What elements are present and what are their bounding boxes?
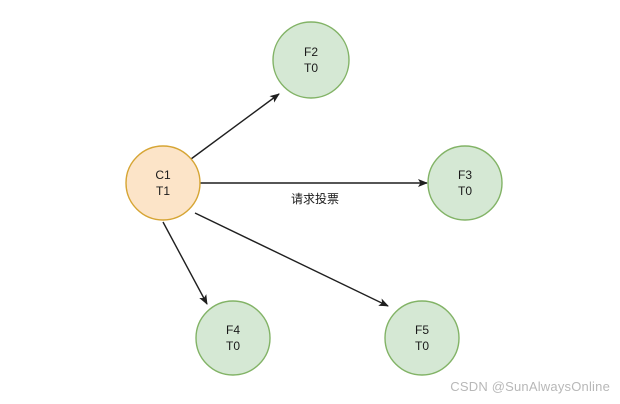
node-f4-label-term: T0 <box>226 339 240 353</box>
node-c1[interactable]: C1 T1 <box>125 145 201 221</box>
node-f2[interactable]: F2 T0 <box>272 21 350 99</box>
node-f2-label-id: F2 <box>304 45 318 59</box>
node-f5-shape[interactable] <box>384 300 460 376</box>
node-f5-label-term: T0 <box>415 339 429 353</box>
edge-group <box>162 93 428 307</box>
edge-c1-to-f4 <box>162 221 208 305</box>
node-f5[interactable]: F5 T0 <box>384 300 460 376</box>
node-f2-label-term: T0 <box>304 61 318 75</box>
node-f4[interactable]: F4 T0 <box>195 300 271 376</box>
node-f3-label-id: F3 <box>458 168 472 182</box>
node-f5-label-id: F5 <box>415 323 429 337</box>
node-f4-label-id: F4 <box>226 323 240 337</box>
node-f3[interactable]: F3 T0 <box>427 145 503 221</box>
node-f3-shape[interactable] <box>427 145 503 221</box>
node-f2-shape[interactable] <box>272 21 350 99</box>
edge-label-request-vote: 请求投票 <box>291 191 339 206</box>
edge-c1-to-f2 <box>190 93 280 160</box>
node-f4-shape[interactable] <box>195 300 271 376</box>
node-c1-label-term: T1 <box>156 184 170 198</box>
node-c1-label-id: C1 <box>155 168 171 182</box>
watermark: CSDN @SunAlwaysOnline <box>450 379 610 394</box>
node-f3-label-term: T0 <box>458 184 472 198</box>
edge-c1-to-f5 <box>194 212 389 307</box>
node-c1-shape[interactable] <box>125 145 201 221</box>
